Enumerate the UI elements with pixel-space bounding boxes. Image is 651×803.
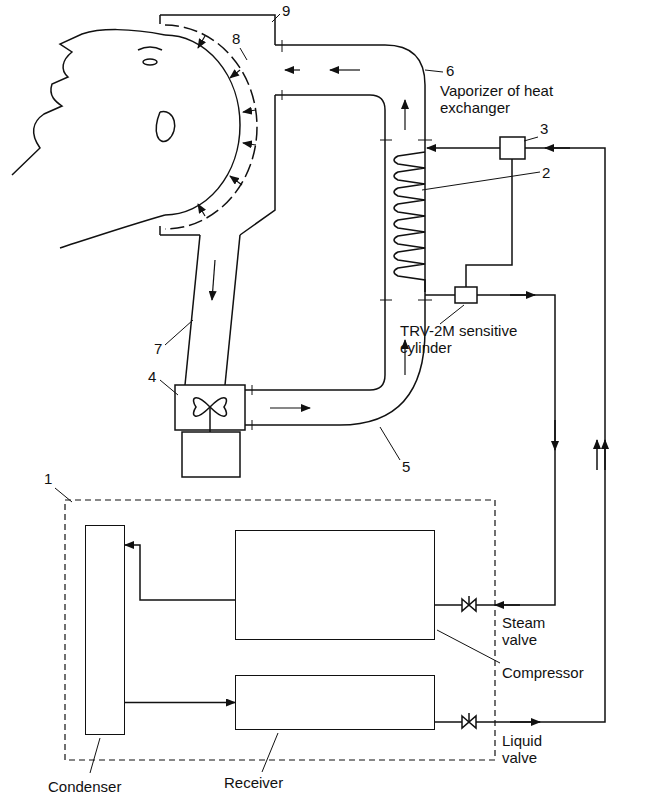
compressor-box: Compressor: [235, 530, 435, 640]
air-duct: [245, 95, 385, 390]
sensitive-cylinder: [455, 287, 477, 303]
part-name: Steam valve: [502, 614, 552, 649]
callout-number: 9: [282, 2, 290, 19]
part-name: Receiver: [224, 774, 283, 791]
helmet-shell: [160, 15, 275, 45]
part-name: Liquid valve: [502, 732, 552, 767]
receiver-box: Receiver: [235, 675, 435, 730]
refrigeration-unit: [65, 500, 495, 760]
eyebrow: [138, 47, 162, 50]
head-outline: [165, 35, 240, 215]
cooling-liner: [165, 25, 257, 229]
air-duct: [225, 235, 240, 385]
part-name: TRV-2M sensitive cylinder: [400, 322, 540, 357]
fan-motor: [182, 432, 240, 477]
refrigerant-line: [125, 545, 235, 600]
eye: [143, 59, 157, 65]
callout-number: 5: [402, 458, 410, 475]
neck-line: [60, 215, 165, 248]
condenser-box: Condenser: [85, 525, 125, 735]
callout-number: 6: [446, 62, 454, 79]
part-name: Vaporizer of heat exchanger: [440, 82, 565, 117]
face-profile: [12, 30, 165, 175]
part-name: Condenser: [48, 778, 121, 795]
air-duct: [245, 45, 425, 425]
refrigerant-line: [125, 702, 235, 704]
callout-number: 8: [232, 30, 240, 47]
callout-number: 1: [44, 470, 52, 487]
part-name: Compressor: [502, 664, 584, 681]
ear: [156, 112, 174, 142]
callout-number: 4: [148, 368, 156, 385]
air-duct: [185, 235, 200, 385]
callout-number: 7: [154, 340, 162, 357]
helmet-shell: [160, 234, 200, 236]
callout-number: 2: [542, 164, 550, 181]
expansion-valve: [500, 137, 525, 159]
helmet-shell: [240, 95, 275, 235]
callout-number: 3: [540, 120, 548, 137]
vaporizer-coil: [394, 152, 425, 292]
capillary-tube: [466, 159, 512, 287]
